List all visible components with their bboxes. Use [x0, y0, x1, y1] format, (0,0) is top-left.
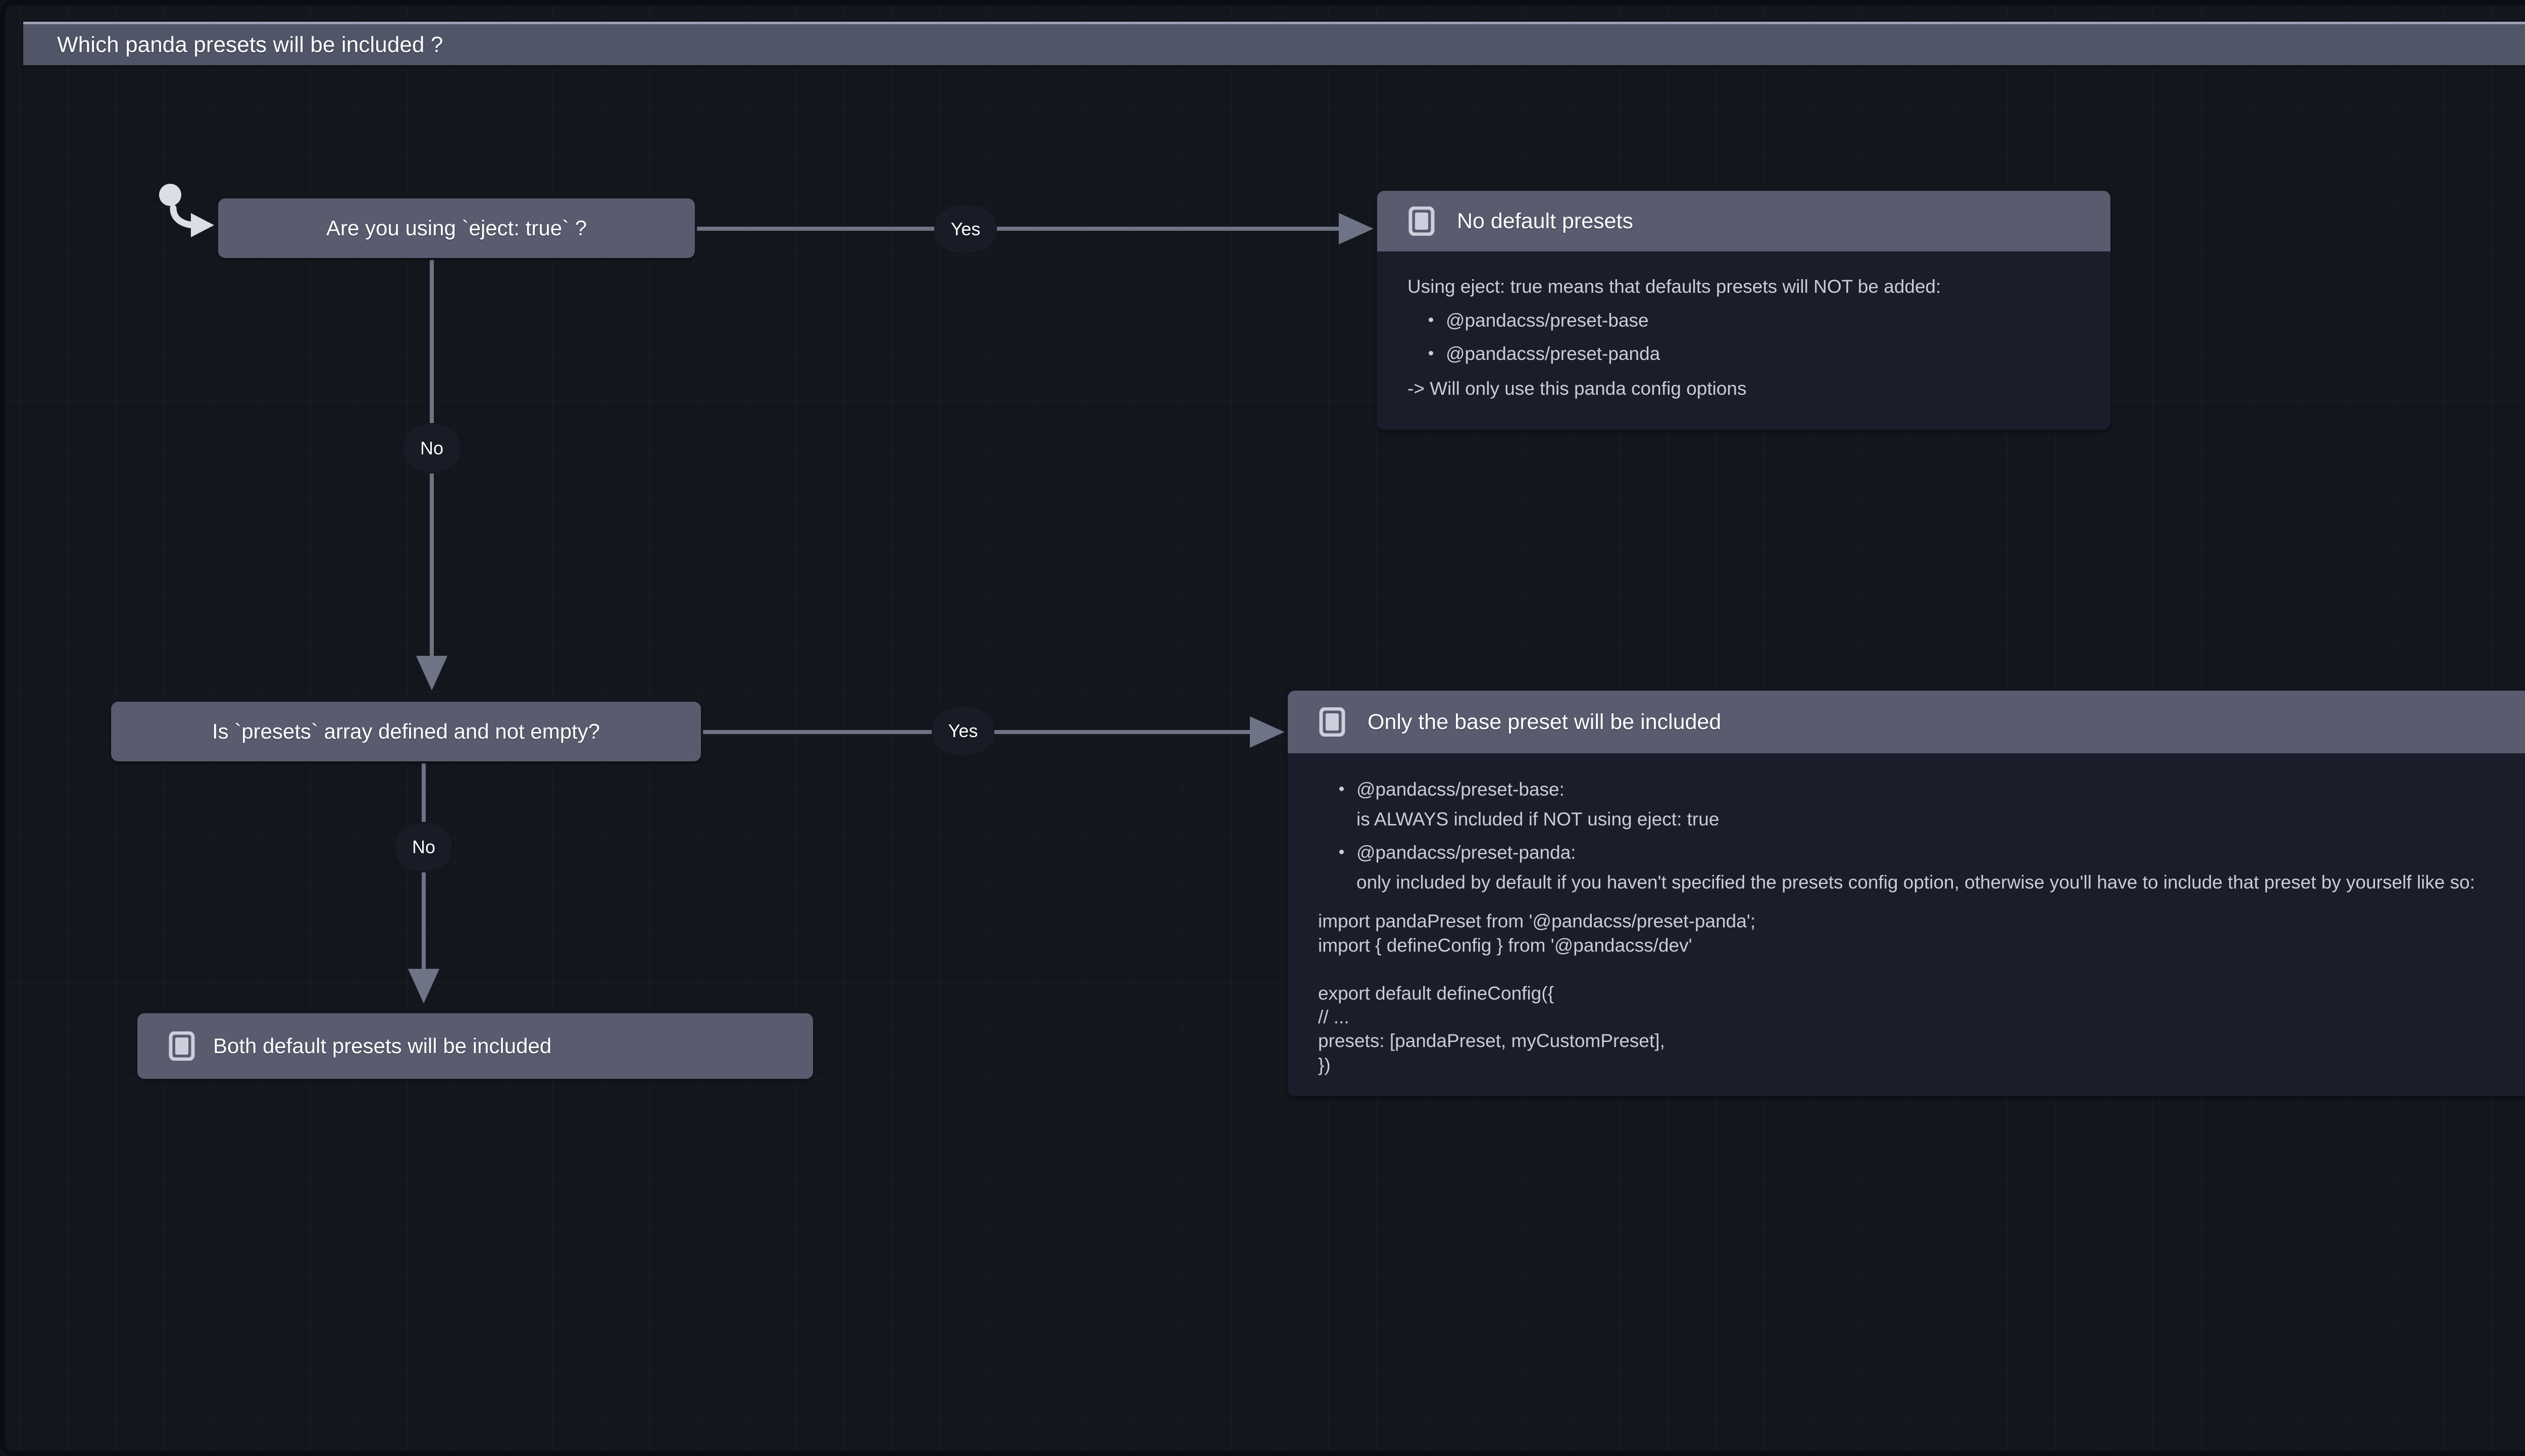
- edge-label-yes-presets[interactable]: Yes: [932, 707, 994, 755]
- note-panel-title: Only the base preset will be included: [1368, 709, 1722, 734]
- note-panel-header: No default presets: [1377, 191, 2110, 251]
- note-square-icon: [1408, 206, 1435, 236]
- flowchart-title-bar: Which panda presets will be included ?: [23, 22, 2525, 65]
- list-item-sub: is ALWAYS included if NOT using eject: t…: [1356, 809, 1720, 830]
- edge-label-yes-eject[interactable]: Yes: [935, 205, 996, 253]
- note-panel-body: @pandacss/preset-base: is ALWAYS include…: [1288, 753, 2525, 1096]
- note-panel-title: No default presets: [1457, 209, 1633, 233]
- list-item: @pandacss/preset-base: [1429, 308, 2080, 332]
- page-title: Which panda presets will be included ?: [57, 32, 443, 57]
- start-dot-icon: [159, 184, 181, 206]
- note-panel-body: Using eject: true means that defaults pr…: [1377, 251, 2110, 430]
- list-item-main: @pandacss/preset-panda:: [1356, 842, 1576, 863]
- decision-node-eject-label: Are you using `eject: true` ?: [326, 216, 587, 240]
- note-panel-header: Only the base preset will be included: [1288, 691, 2525, 753]
- note-square-icon: [1319, 707, 1345, 737]
- note-square-icon: [169, 1031, 195, 1061]
- result-node-both-presets-label: Both default presets will be included: [213, 1034, 552, 1058]
- note-bullet-list: @pandacss/preset-base @pandacss/preset-p…: [1407, 308, 2080, 366]
- note-panel-no-default-presets[interactable]: No default presets Using eject: true mea…: [1377, 191, 2110, 430]
- edge-label-text: Yes: [950, 219, 981, 239]
- list-item: @pandacss/preset-panda: [1429, 342, 2080, 366]
- list-item-main: @pandacss/preset-base:: [1356, 779, 1564, 800]
- edge-label-no-presets[interactable]: No: [396, 823, 451, 871]
- start-curve-arrow-icon: [170, 204, 199, 229]
- code-block: import pandaPreset from '@pandacss/prese…: [1318, 911, 1756, 1075]
- edge-label-text: Yes: [948, 720, 978, 741]
- start-arrow-head-icon: [191, 213, 214, 237]
- list-item: @pandacss/preset-panda: only included by…: [1339, 841, 2525, 895]
- note-bullet-list: @pandacss/preset-base: is ALWAYS include…: [1318, 777, 2525, 894]
- edge-label-no-eject[interactable]: No: [404, 424, 460, 473]
- decision-node-presets[interactable]: Is `presets` array defined and not empty…: [111, 702, 701, 761]
- note-intro-text: Using eject: true means that defaults pr…: [1407, 276, 1941, 297]
- note-panel-only-base-preset[interactable]: Only the base preset will be included @p…: [1288, 691, 2525, 1096]
- result-node-both-presets[interactable]: Both default presets will be included: [137, 1013, 813, 1079]
- note-outro-text: -> Will only use this panda config optio…: [1407, 378, 1747, 399]
- decision-node-eject[interactable]: Are you using `eject: true` ?: [218, 198, 695, 258]
- decision-node-presets-label: Is `presets` array defined and not empty…: [212, 719, 600, 743]
- list-item: @pandacss/preset-base: is ALWAYS include…: [1339, 777, 2525, 831]
- edge-label-text: No: [412, 837, 436, 857]
- list-item-sub: only included by default if you haven't …: [1356, 872, 2475, 893]
- edge-label-text: No: [420, 438, 444, 458]
